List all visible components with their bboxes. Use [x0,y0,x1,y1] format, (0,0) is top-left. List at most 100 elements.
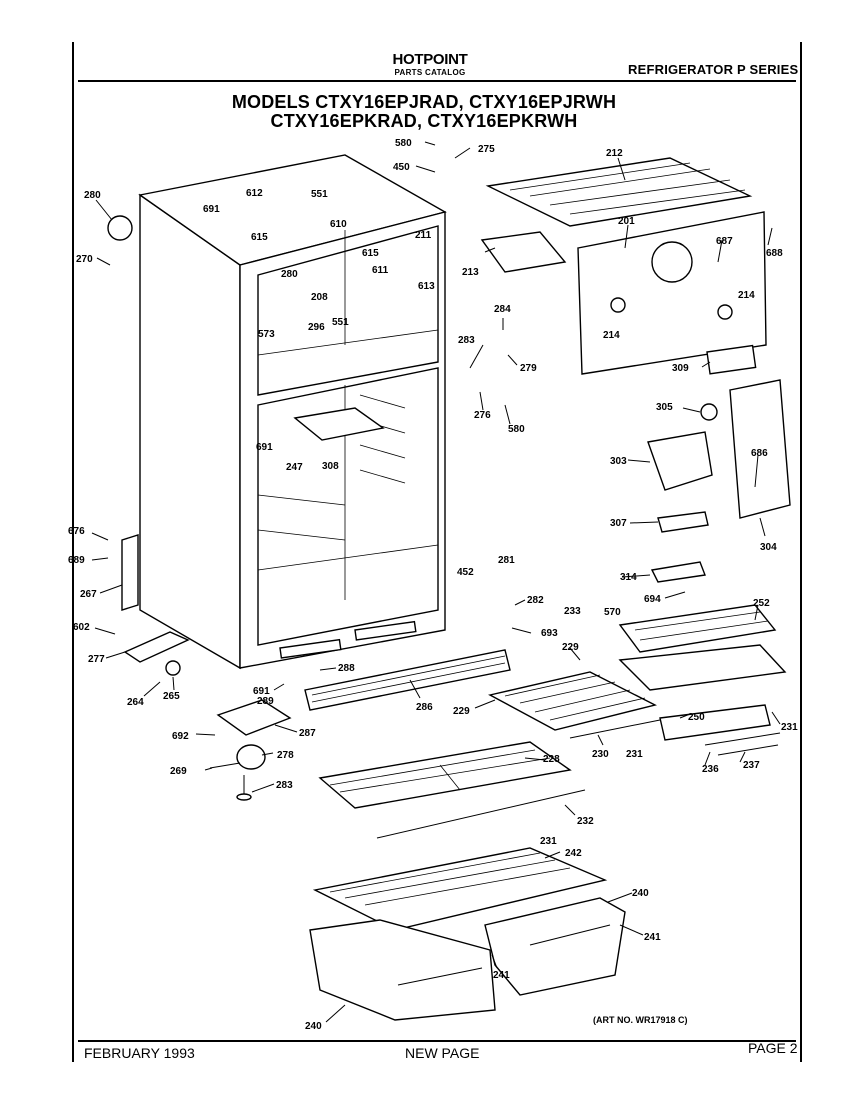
part-label: 283 [276,780,293,791]
art-number: (ART NO. WR17918 C) [593,1015,688,1025]
freezer-shelf-252 [618,604,777,653]
part-label: 270 [76,254,93,265]
part-label: 450 [393,162,410,173]
part-label: 309 [672,363,689,374]
part-label: 267 [80,589,97,600]
part-label: 692 [172,731,189,742]
part-label: 280 [84,190,101,201]
part-label: 228 [543,754,560,765]
roller-265 [165,660,181,676]
glass-shelf-228 [318,741,572,809]
part-label: 212 [606,148,623,159]
part-label: 610 [330,219,347,230]
damper-314 [650,561,706,583]
wire-shelf-229 [488,644,787,731]
part-label: 691 [203,204,220,215]
part-label: 269 [170,766,187,777]
part-label: 283 [458,335,475,346]
damper-housing-303 [647,431,713,491]
part-label: 275 [478,144,495,155]
part-label: 232 [577,816,594,827]
part-label: 304 [760,542,777,553]
part-labels: 580 275 450 212 280 612 551 691 610 615 … [68,138,798,1032]
exploded-parts-diagram: 580 275 450 212 280 612 551 691 610 615 … [68,138,798,1032]
trim-236 [704,732,781,746]
part-label: 229 [562,642,579,653]
models-title-line1: MODELS CTXY16EPJRAD, CTXY16EPJRWH [231,92,617,112]
part-label: 691 [253,686,270,697]
part-label: 213 [462,267,479,278]
part-label: 308 [322,461,339,472]
part-label: 694 [644,594,661,605]
part-label: 676 [68,526,85,537]
part-label: 241 [493,970,510,981]
part-label: 230 [592,749,609,760]
control-housing [480,231,567,273]
models-title-line2: CTXY16EPKRAD, CTXY16EPKRWH [270,111,578,131]
part-label: 237 [743,760,760,771]
pan-250 [659,704,771,741]
trim-237 [717,744,779,756]
part-label: 231 [626,749,643,760]
part-label: 233 [564,606,581,617]
part-label: 252 [753,598,770,609]
part-label: 570 [604,607,621,618]
part-label: 201 [618,216,635,227]
part-label: 580 [395,138,412,149]
knob-280 [107,215,133,241]
part-label: 278 [277,750,294,761]
part-label: 612 [246,188,263,199]
wire-shelf-212 [485,157,753,227]
crisper-pan-right [484,897,626,996]
crisper-cover-242 [312,847,608,931]
footer-page: PAGE 2 [748,1040,798,1056]
leader-lines [91,141,781,1023]
part-label: 231 [540,836,557,847]
part-label: 289 [257,696,274,707]
series-label: REFRIGERATOR P SERIES [628,62,799,77]
part-label: 250 [688,712,705,723]
part-label: 286 [416,702,433,713]
part-label: 551 [311,189,328,200]
part-label: 211 [415,230,432,241]
part-label: 580 [508,424,525,435]
part-label: 231 [781,722,798,733]
screw-269 [209,762,241,769]
part-label: 287 [299,728,316,739]
catalog-label: PARTS CATALOG [394,68,466,77]
footer-date: FEBRUARY 1993 [84,1045,195,1061]
part-label: 282 [527,595,544,606]
part-label: 264 [127,697,144,708]
hinge-277 [123,631,190,663]
part-label: 307 [610,518,627,529]
evaporator-cover-201 [577,211,767,375]
part-label: 686 [751,448,768,459]
cabinet [138,154,447,670]
part-label: 241 [644,932,661,943]
part-label: 265 [163,691,180,702]
part-label: 247 [286,462,303,473]
part-label: 303 [610,456,627,467]
part-label: 687 [716,236,733,247]
part-label: 615 [251,232,268,243]
bracket-267 [121,534,139,611]
air-duct-304 [729,379,791,519]
part-label: 615 [362,248,379,259]
part-label: 214 [603,330,620,341]
part-label: 602 [73,622,90,633]
header-rule [78,80,796,82]
part-label: 277 [88,654,105,665]
trim-230 [569,719,661,739]
part-label: 573 [258,329,275,340]
part-label: 551 [332,317,349,328]
part-label: 613 [418,281,435,292]
part-label: 240 [632,888,649,899]
page-frame [72,42,802,1062]
part-label: 284 [494,304,511,315]
hinge-287 [216,699,292,736]
part-label: 689 [68,555,85,566]
brand-block: HOTPOINT PARTS CATALOG [380,52,480,78]
part-label: 214 [738,290,755,301]
part-label: 452 [457,567,474,578]
part-label: 279 [520,363,537,374]
